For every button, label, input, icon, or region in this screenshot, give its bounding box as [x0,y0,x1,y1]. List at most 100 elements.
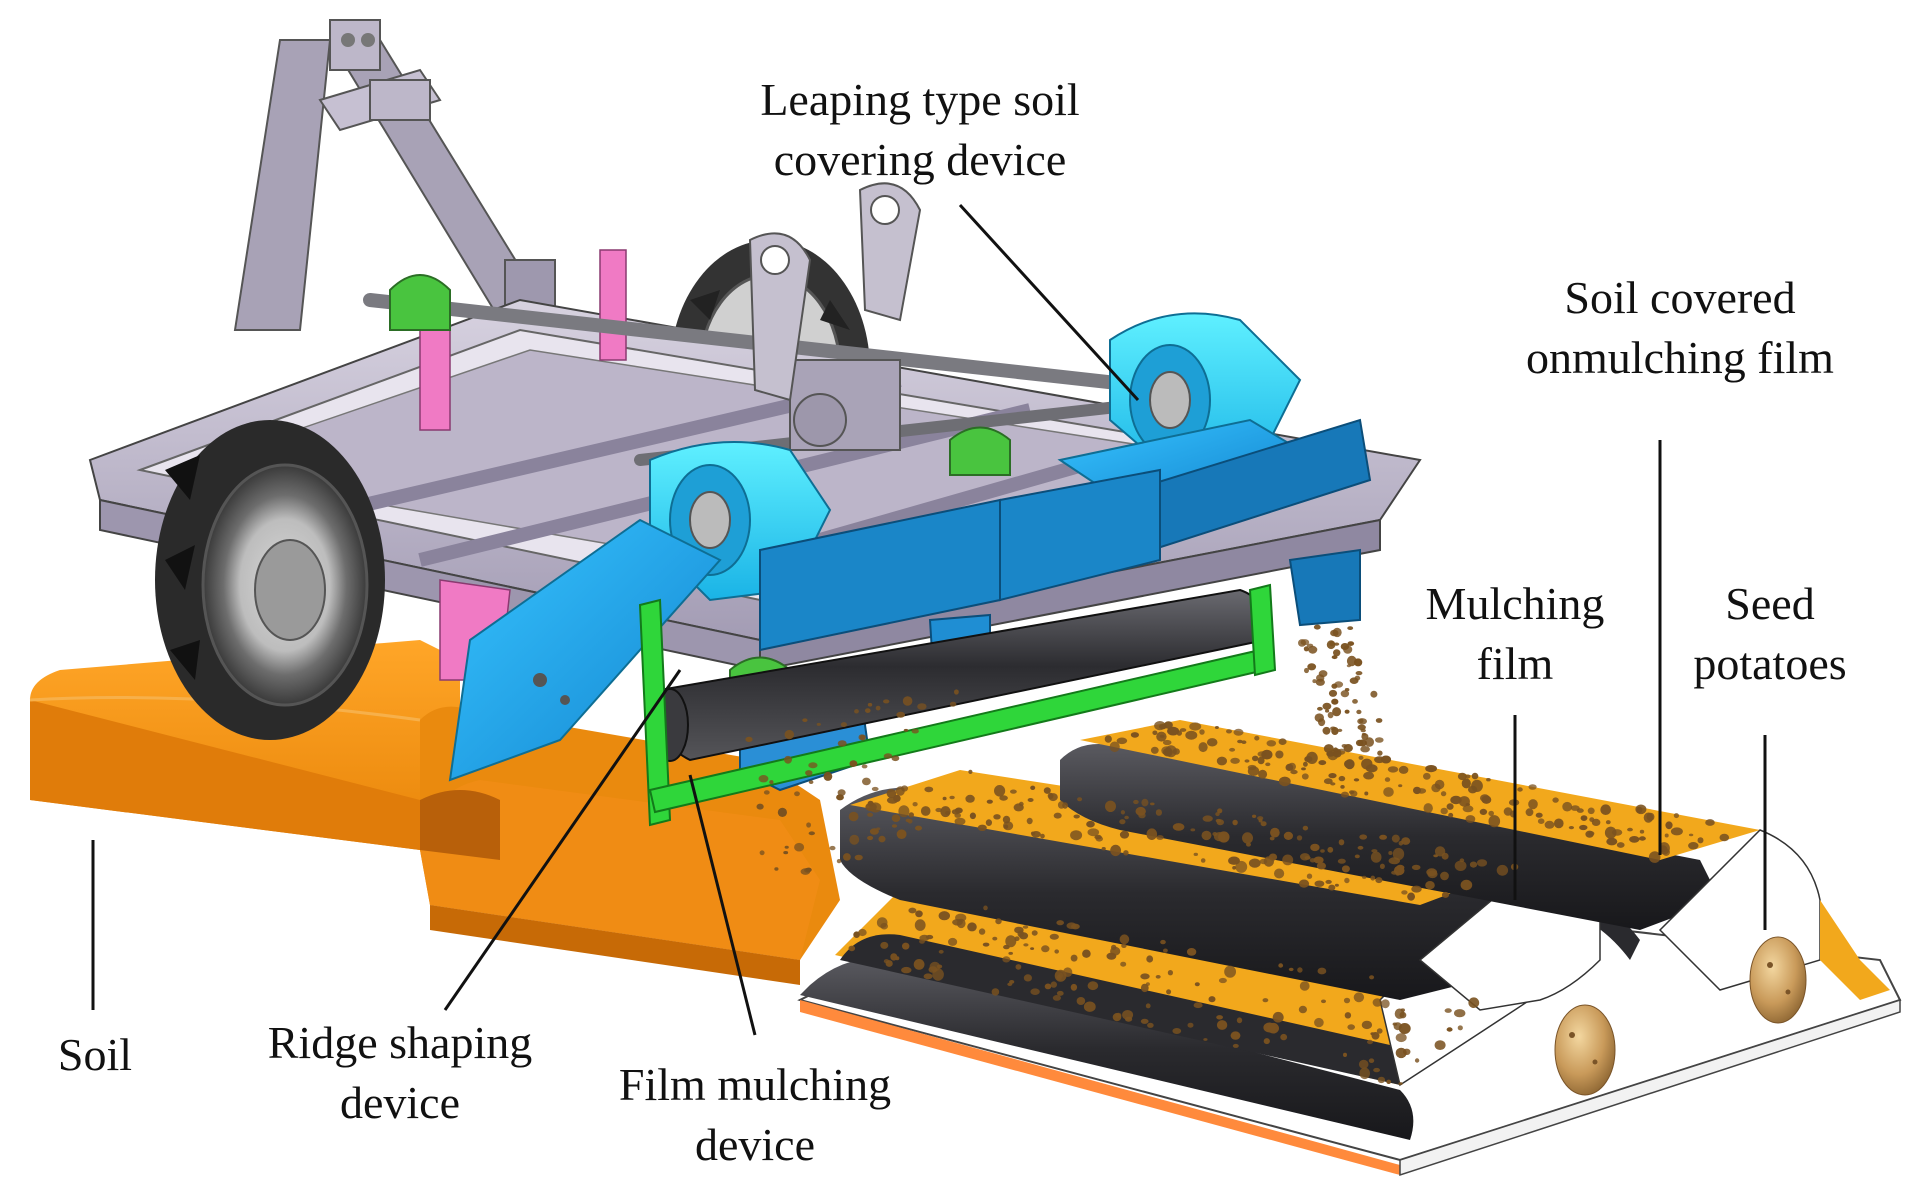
soil-speck [1230,757,1240,764]
leader-lines [91,203,1767,1036]
soil-speck [1009,980,1015,984]
soil-speck [1082,949,1091,958]
soil-speck [1160,939,1166,945]
soil-speck [1358,1059,1369,1069]
soil-speck [1328,689,1338,697]
soil-speck [1496,864,1509,876]
soil-speck [871,786,879,792]
soil-speck [1360,728,1366,733]
soil-speck [1465,815,1476,823]
soil-speck [763,790,770,795]
soil-speck [823,771,833,781]
soil-speck [1398,765,1409,774]
soil-speck [1206,738,1218,747]
soil-speck [1002,956,1011,963]
soil-speck [1056,920,1064,926]
soil-speck [805,867,812,872]
soil-speck [794,842,805,852]
soil-speck [1488,815,1501,828]
soil-speck [908,907,917,914]
soil-shields [759,468,1161,702]
soil-speck [1338,775,1346,782]
soil-speck [1377,750,1383,756]
soil-speck [949,795,955,800]
soil-speck [1386,1079,1392,1085]
soil-speck [1448,812,1454,818]
label-soil-covered-film: Soil covered onmulching film [1480,268,1880,388]
machine [88,19,1422,827]
soil-speck [1049,933,1059,940]
soil-speck [1394,1008,1405,1019]
soil-speck [923,973,933,980]
soil-speck [1398,841,1404,846]
soil-speck [1673,813,1679,819]
soil-speck [999,795,1008,801]
soil-speck [924,786,934,793]
soil-speck [1369,975,1375,980]
label-leaping-line2: covering device [773,134,1067,185]
soil-speck [1044,983,1052,990]
soil-speck [978,928,986,935]
soil-speck [1355,671,1363,676]
soil-speck [1050,981,1058,988]
soil-speck [1365,764,1378,773]
soil-speck [1392,847,1405,861]
soil-speck [1232,866,1237,870]
label-seed-line1: Seed [1725,578,1815,629]
soil-speck [1629,836,1640,843]
soil-speck [1298,879,1310,888]
soil-speck [1340,785,1345,789]
soil-speck [1152,730,1158,736]
soil-speck [1434,1040,1446,1050]
soil-speck [1163,721,1173,729]
soil-speck [849,760,858,767]
soil-speck [1314,880,1325,887]
soil-speck [1031,930,1038,936]
soil-speck [1347,626,1354,630]
soil-speck [1193,1002,1203,1009]
soil-speck [948,937,958,946]
soil-speck [802,718,808,722]
soil-speck [1697,837,1704,844]
soil-speck [1252,814,1257,818]
soil-speck [1236,1017,1243,1024]
soil-speck [1562,801,1573,812]
soil-speck [1606,837,1618,846]
soil-speck [1648,851,1661,863]
soil-speck [1297,967,1303,973]
soil-speck [1446,1027,1453,1032]
soil-speck [1026,817,1033,825]
soil-speck [1176,730,1183,736]
soil-speck [875,705,881,711]
soil-speck [1544,820,1555,829]
soil-speck [1306,751,1318,765]
soil-speck [1027,798,1034,802]
soil-speck [1120,961,1127,967]
soil-speck [1616,842,1625,848]
soil-speck [1040,833,1045,839]
soil-speck [1109,741,1120,753]
soil-speck [1278,776,1291,787]
soil-speck [1440,807,1448,815]
soil-speck [816,722,821,726]
soil-speck [777,807,788,818]
soil-speck [1133,799,1139,805]
soil-speck [1272,1011,1284,1023]
soil-speck [1119,934,1130,945]
soil-speck [1155,809,1162,816]
soil-speck [784,729,794,740]
soil-speck [1454,1009,1466,1018]
soil-speck [1354,854,1360,859]
soil-speck [1162,739,1172,746]
soil-speck [1344,709,1350,714]
soil-speck [891,814,901,822]
soil-speck [1570,805,1580,811]
soil-speck [1318,760,1327,766]
soil-speck [1340,690,1350,698]
soil-speck [1340,791,1349,798]
soil-speck [1605,820,1611,825]
soil-speck [1635,804,1647,815]
soil-speck [913,959,925,970]
soil-speck [1043,787,1051,794]
soil-speck [1425,765,1437,773]
